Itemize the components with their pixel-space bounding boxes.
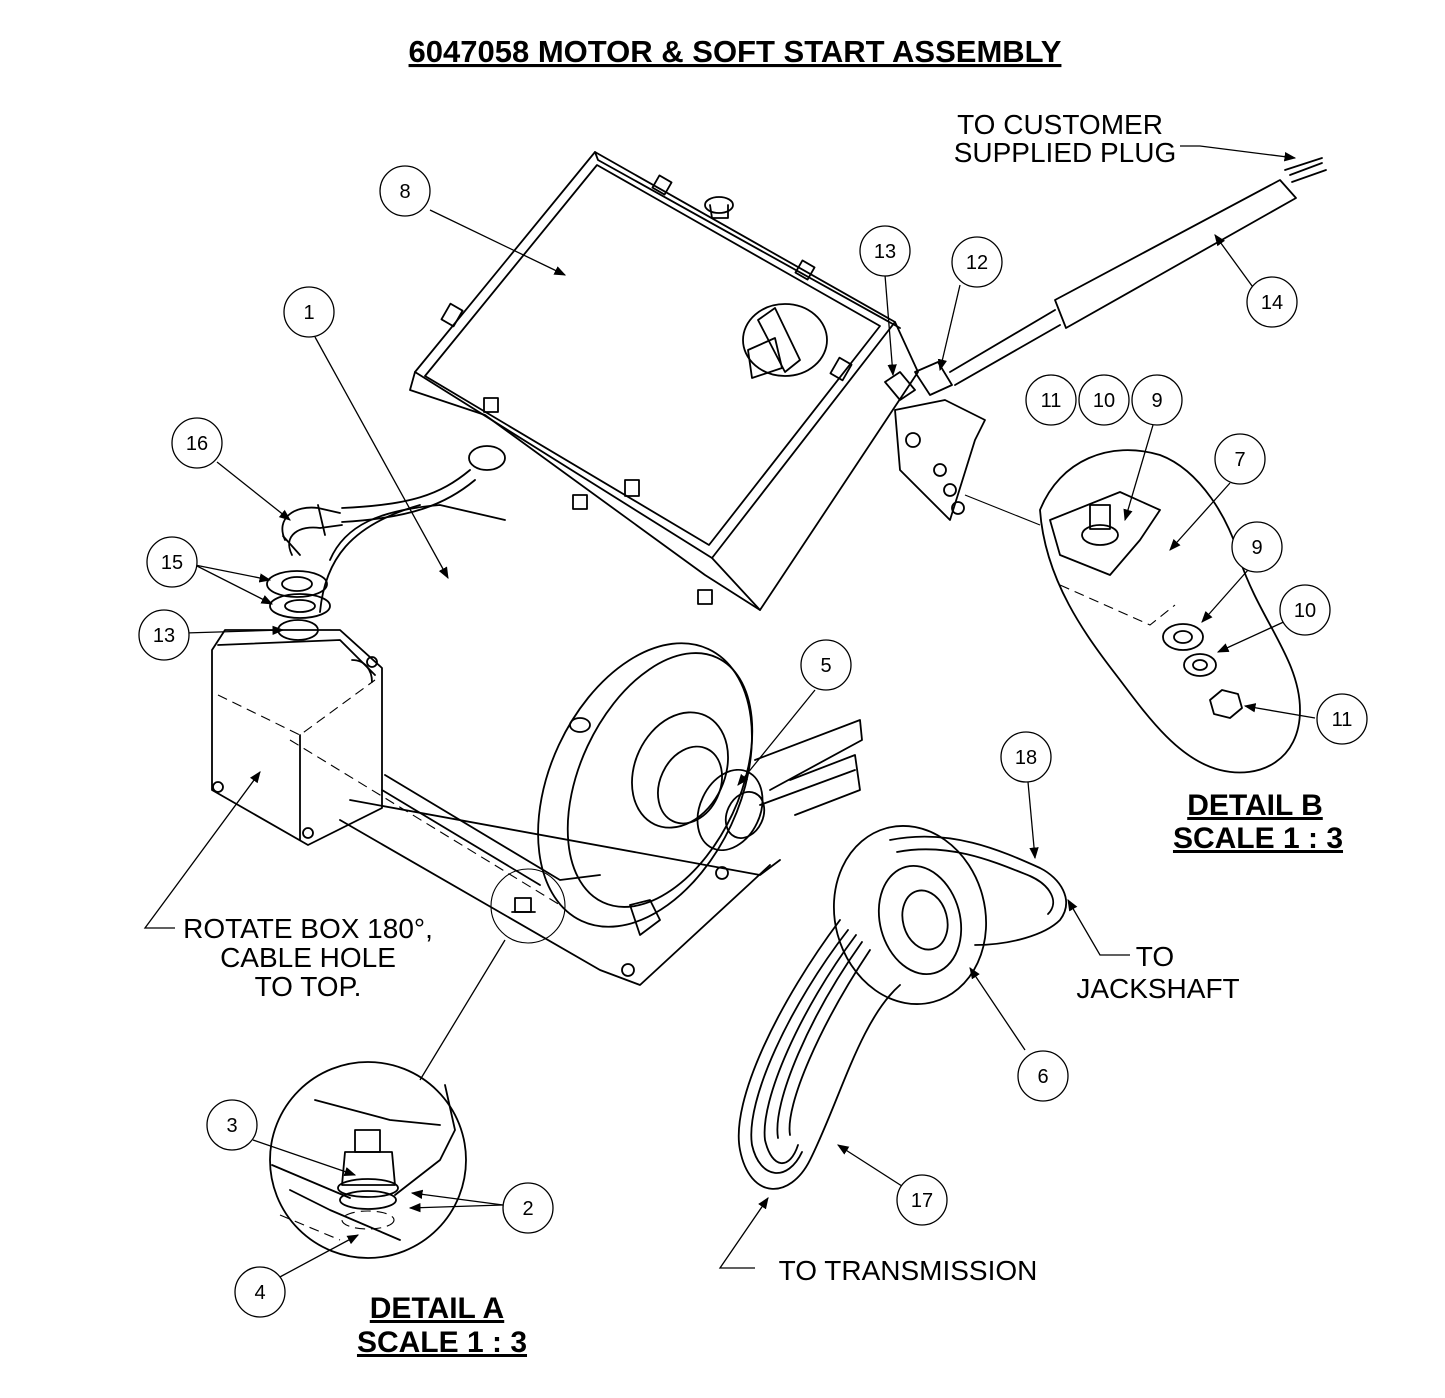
motor (289, 504, 863, 986)
balloon-1: 1 (283, 286, 335, 338)
svg-text:8: 8 (399, 181, 410, 203)
balloon-9-detail-b-top: 9 (1131, 374, 1183, 426)
balloon-11-detail-b-top: 11 (1025, 374, 1077, 426)
drawing-title: 6047058 MOTOR & SOFT START ASSEMBLY (409, 34, 1062, 69)
svg-text:10: 10 (1093, 390, 1115, 412)
belt-drive (737, 825, 1067, 1190)
svg-text:10: 10 (1294, 600, 1316, 622)
balloon-7: 7 (1214, 433, 1266, 485)
svg-text:17: 17 (911, 1190, 933, 1212)
balloon-6: 6 (1017, 1050, 1069, 1102)
balloon-9-detail-b: 9 (1231, 521, 1283, 573)
svg-text:15: 15 (161, 552, 183, 574)
balloon-16: 16 (171, 417, 223, 469)
svg-text:12: 12 (966, 252, 988, 274)
balloon-13-control-box: 13 (859, 225, 911, 277)
svg-text:9: 9 (1251, 537, 1262, 559)
soft-start-box (211, 445, 506, 846)
svg-text:3: 3 (226, 1115, 237, 1137)
detail-b-title: DETAIL B (1187, 789, 1323, 822)
control-box (409, 151, 986, 611)
svg-text:2: 2 (522, 1198, 533, 1220)
balloon-13-soft-start: 13 (138, 609, 190, 661)
balloon-15: 15 (146, 536, 198, 588)
svg-text:16: 16 (186, 433, 208, 455)
svg-text:11: 11 (1041, 390, 1062, 412)
balloon-leaders (184, 209, 1316, 1279)
balloon-14: 14 (1246, 276, 1298, 328)
balloon-11-detail-b: 11 (1316, 693, 1368, 745)
detail-a-view (269, 939, 506, 1259)
svg-text:13: 13 (874, 241, 896, 263)
balloon-17: 17 (896, 1174, 948, 1226)
balloon-12: 12 (951, 236, 1003, 288)
note-jackshaft-line2: JACKSHAFT (1076, 973, 1239, 1004)
detail-b-scale: SCALE 1 : 3 (1173, 822, 1343, 855)
note-customer-plug-line1: TO CUSTOMER (957, 109, 1163, 140)
balloon-2: 2 (502, 1182, 554, 1234)
svg-text:5: 5 (820, 655, 831, 677)
balloon-18: 18 (1000, 731, 1052, 783)
balloon-10-detail-b: 10 (1279, 584, 1331, 636)
leader-transmission (718, 1197, 769, 1269)
svg-text:7: 7 (1234, 449, 1245, 471)
svg-text:14: 14 (1261, 292, 1283, 314)
svg-text:11: 11 (1332, 709, 1353, 731)
svg-text:13: 13 (153, 625, 175, 647)
svg-text:18: 18 (1015, 747, 1037, 769)
balloon-5: 5 (800, 639, 852, 691)
note-jackshaft-line1: TO (1136, 941, 1174, 972)
note-rotate-line3: TO TOP. (255, 971, 362, 1002)
balloon-3: 3 (206, 1099, 258, 1151)
svg-text:4: 4 (254, 1282, 265, 1304)
detail-b-view (964, 449, 1301, 774)
detail-a-title: DETAIL A (370, 1292, 504, 1325)
balloon-10-detail-b-top: 10 (1078, 374, 1130, 426)
leader-customer-plug (1180, 145, 1297, 162)
leader-rotate (143, 771, 261, 929)
power-cord (884, 157, 1327, 401)
note-customer-plug-line2: SUPPLIED PLUG (954, 137, 1177, 168)
note-rotate-line2: CABLE HOLE (220, 942, 396, 973)
svg-text:1: 1 (303, 302, 314, 324)
svg-text:6: 6 (1037, 1066, 1048, 1088)
balloon-4: 4 (234, 1266, 286, 1318)
svg-text:9: 9 (1151, 390, 1162, 412)
note-rotate-line1: ROTATE BOX 180°, (183, 913, 433, 944)
leader-jackshaft (1067, 898, 1130, 956)
note-transmission: TO TRANSMISSION (779, 1255, 1038, 1286)
balloon-8: 8 (379, 165, 431, 217)
detail-a-scale: SCALE 1 : 3 (357, 1326, 527, 1359)
